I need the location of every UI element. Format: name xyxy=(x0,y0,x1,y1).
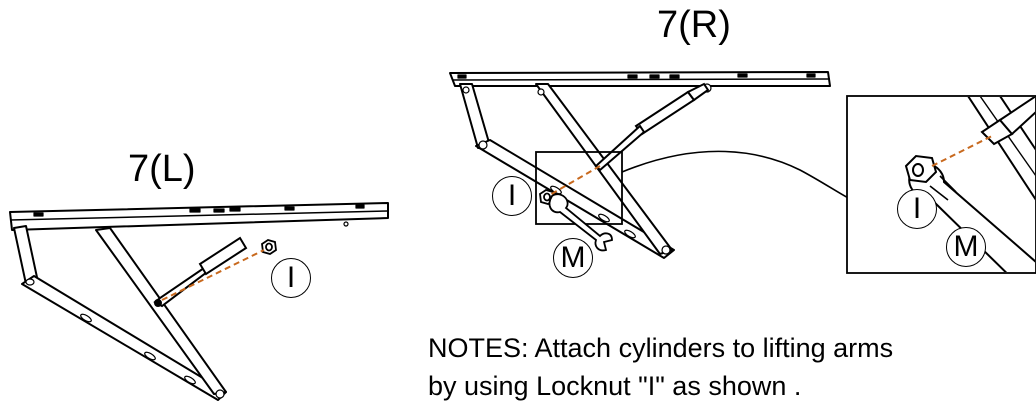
detail-arm xyxy=(967,97,1035,201)
left-assembly-title: 7(L) xyxy=(128,148,196,190)
right-gas-cylinder xyxy=(594,82,710,172)
detail-locknut-callout: I xyxy=(897,189,937,229)
right-cylinder-body xyxy=(634,90,696,136)
detail-connector xyxy=(621,150,863,205)
left-arm-slots xyxy=(25,278,225,399)
right-locknut-callout: I xyxy=(492,176,532,216)
notes-line-1: NOTES: Attach cylinders to lifting arms xyxy=(428,333,894,363)
detail-view xyxy=(846,95,1036,274)
right-diagonal-arm xyxy=(535,83,673,255)
detail-wrench-callout: M xyxy=(946,227,986,267)
right-rail-slots xyxy=(457,73,816,79)
left-gas-cylinder xyxy=(153,236,248,308)
left-dashed-guide xyxy=(161,249,265,301)
notes-line-2: by using Locknut "I" as shown . xyxy=(428,371,802,401)
left-lift-frame xyxy=(9,202,389,401)
right-wrench-callout: M xyxy=(553,238,593,278)
left-top-rail xyxy=(9,202,389,231)
left-locknut-callout: I xyxy=(271,258,311,298)
left-locknut xyxy=(261,239,277,255)
left-rail-slots xyxy=(33,204,365,227)
right-lift-frame xyxy=(449,71,831,259)
assembly-notes: NOTES: Attach cylinders to lifting arms … xyxy=(428,329,893,405)
left-diagonal-arm xyxy=(95,227,227,395)
detail-locknut xyxy=(904,154,938,184)
right-dashed-guide xyxy=(547,165,601,197)
detail-dashed-guide xyxy=(931,135,993,167)
right-assembly-title: 7(R) xyxy=(657,4,731,46)
right-short-arm xyxy=(459,83,491,149)
left-cylinder-body xyxy=(198,236,248,276)
right-wrench xyxy=(548,193,613,252)
